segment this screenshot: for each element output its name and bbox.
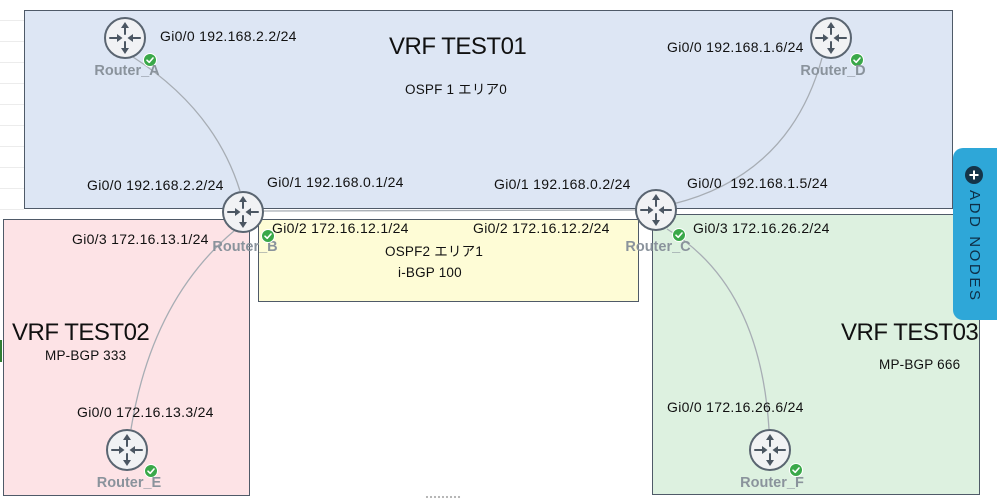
router-glyph: [750, 430, 790, 470]
link-router-b-router-c[interactable]: [263, 209, 636, 212]
check-mark: [146, 57, 154, 64]
vrf-test02-protocol: MP-BGP 333: [45, 348, 127, 363]
check-icon: [672, 228, 686, 242]
link-router-a-router-b[interactable]: [132, 56, 241, 192]
check-icon: [789, 463, 803, 477]
router-node-e[interactable]: Router_E: [97, 428, 161, 491]
vrf-test03-title: VRF TEST03: [841, 319, 979, 346]
link-router-b-router-e[interactable]: [130, 230, 235, 430]
interface-label: Gi0/2 172.16.12.1/24: [272, 220, 409, 236]
check-mark: [792, 467, 800, 474]
vrf-test01-title: VRF TEST01: [389, 33, 527, 60]
core-area-region[interactable]: OSPF2 エリア1 i-BGP 100: [258, 219, 639, 302]
router-name: Router_D: [800, 63, 866, 79]
link-router-c-router-f[interactable]: [666, 228, 770, 430]
interface-label: Gi0/0 192.168.2.2/24: [160, 28, 297, 44]
router-glyph: [223, 192, 263, 232]
router-glyph: [636, 190, 676, 230]
router-node-c[interactable]: Router_C: [625, 188, 691, 255]
interface-label: Gi0/3 172.16.13.1/24: [72, 231, 209, 247]
link-router-d-router-c[interactable]: [672, 57, 823, 205]
interface-label: Gi0/1 192.168.0.2/24: [494, 176, 631, 192]
check-badge-circle: [143, 53, 157, 67]
interface-label: Gi0/0 192.168.2.2/24: [87, 177, 224, 193]
check-mark: [264, 233, 272, 240]
interface-label: Gi0/0 192.168.1.6/24: [667, 39, 804, 55]
core-ibgp-label: i-BGP 100: [398, 265, 462, 280]
check-badge-circle: [144, 464, 158, 478]
router-glyph: [811, 18, 851, 58]
interface-label: Gi0/0 172.16.26.6/24: [667, 399, 804, 415]
add-nodes-label: ADD NODES: [966, 190, 983, 303]
router-node-d[interactable]: Router_D: [800, 16, 866, 79]
check-mark: [675, 232, 683, 239]
router-node-f[interactable]: Router_F: [740, 428, 804, 491]
router-node-b[interactable]: Router_B: [212, 190, 278, 255]
router-glyph: [107, 430, 147, 470]
check-badge-circle: [850, 53, 864, 67]
router-name: Router_C: [625, 239, 691, 255]
router-icon: [103, 16, 147, 60]
router-name: Router_E: [96, 475, 162, 491]
plus-circle-glyph: [965, 166, 983, 184]
check-icon: [143, 53, 157, 67]
plus-circle-icon: [965, 166, 983, 184]
selection-marker: [0, 340, 2, 362]
interface-label: Gi0/1 192.168.0.1/24: [267, 174, 404, 190]
check-badge-circle: [672, 228, 686, 242]
interface-label: Gi0/2 172.16.12.2/24: [473, 220, 610, 236]
router-icon: [748, 428, 792, 472]
check-icon: [850, 53, 864, 67]
check-mark: [853, 57, 861, 64]
router-icon: [221, 190, 265, 234]
interface-label: Gi0/0 172.16.13.3/24: [77, 404, 214, 420]
check-badge-circle: [261, 229, 275, 243]
router-name: Router_A: [94, 63, 160, 79]
vrf-test01-region[interactable]: VRF TEST01 OSPF 1 エリア0: [24, 10, 953, 209]
router-name: Router_B: [212, 239, 278, 255]
core-ospf-label: OSPF2 エリア1: [385, 244, 484, 259]
router-icon: [634, 188, 678, 232]
vrf-test02-region[interactable]: VRF TEST02 MP-BGP 333: [3, 219, 250, 496]
vrf-test02-title: VRF TEST02: [12, 319, 150, 346]
check-icon: [144, 464, 158, 478]
sheet-gridlines: [0, 0, 24, 219]
router-node-a[interactable]: Router_A: [94, 16, 160, 79]
canvas-resize-handle[interactable]: [425, 495, 461, 499]
check-mark: [147, 468, 155, 475]
router-icon: [105, 428, 149, 472]
check-badge-circle: [789, 463, 803, 477]
add-nodes-button[interactable]: ADD NODES: [953, 148, 997, 320]
interface-label: Gi0/3 172.16.26.2/24: [693, 220, 830, 236]
vrf-test01-protocol: OSPF 1 エリア0: [405, 82, 507, 97]
router-glyph: [105, 18, 145, 58]
plus-sign: [969, 170, 979, 180]
vrf-test03-protocol: MP-BGP 666: [879, 357, 961, 372]
router-icon: [809, 16, 853, 60]
router-name: Router_F: [740, 475, 804, 491]
interface-label: Gi0/0 192.168.1.5/24: [687, 175, 828, 191]
check-icon: [261, 229, 275, 243]
